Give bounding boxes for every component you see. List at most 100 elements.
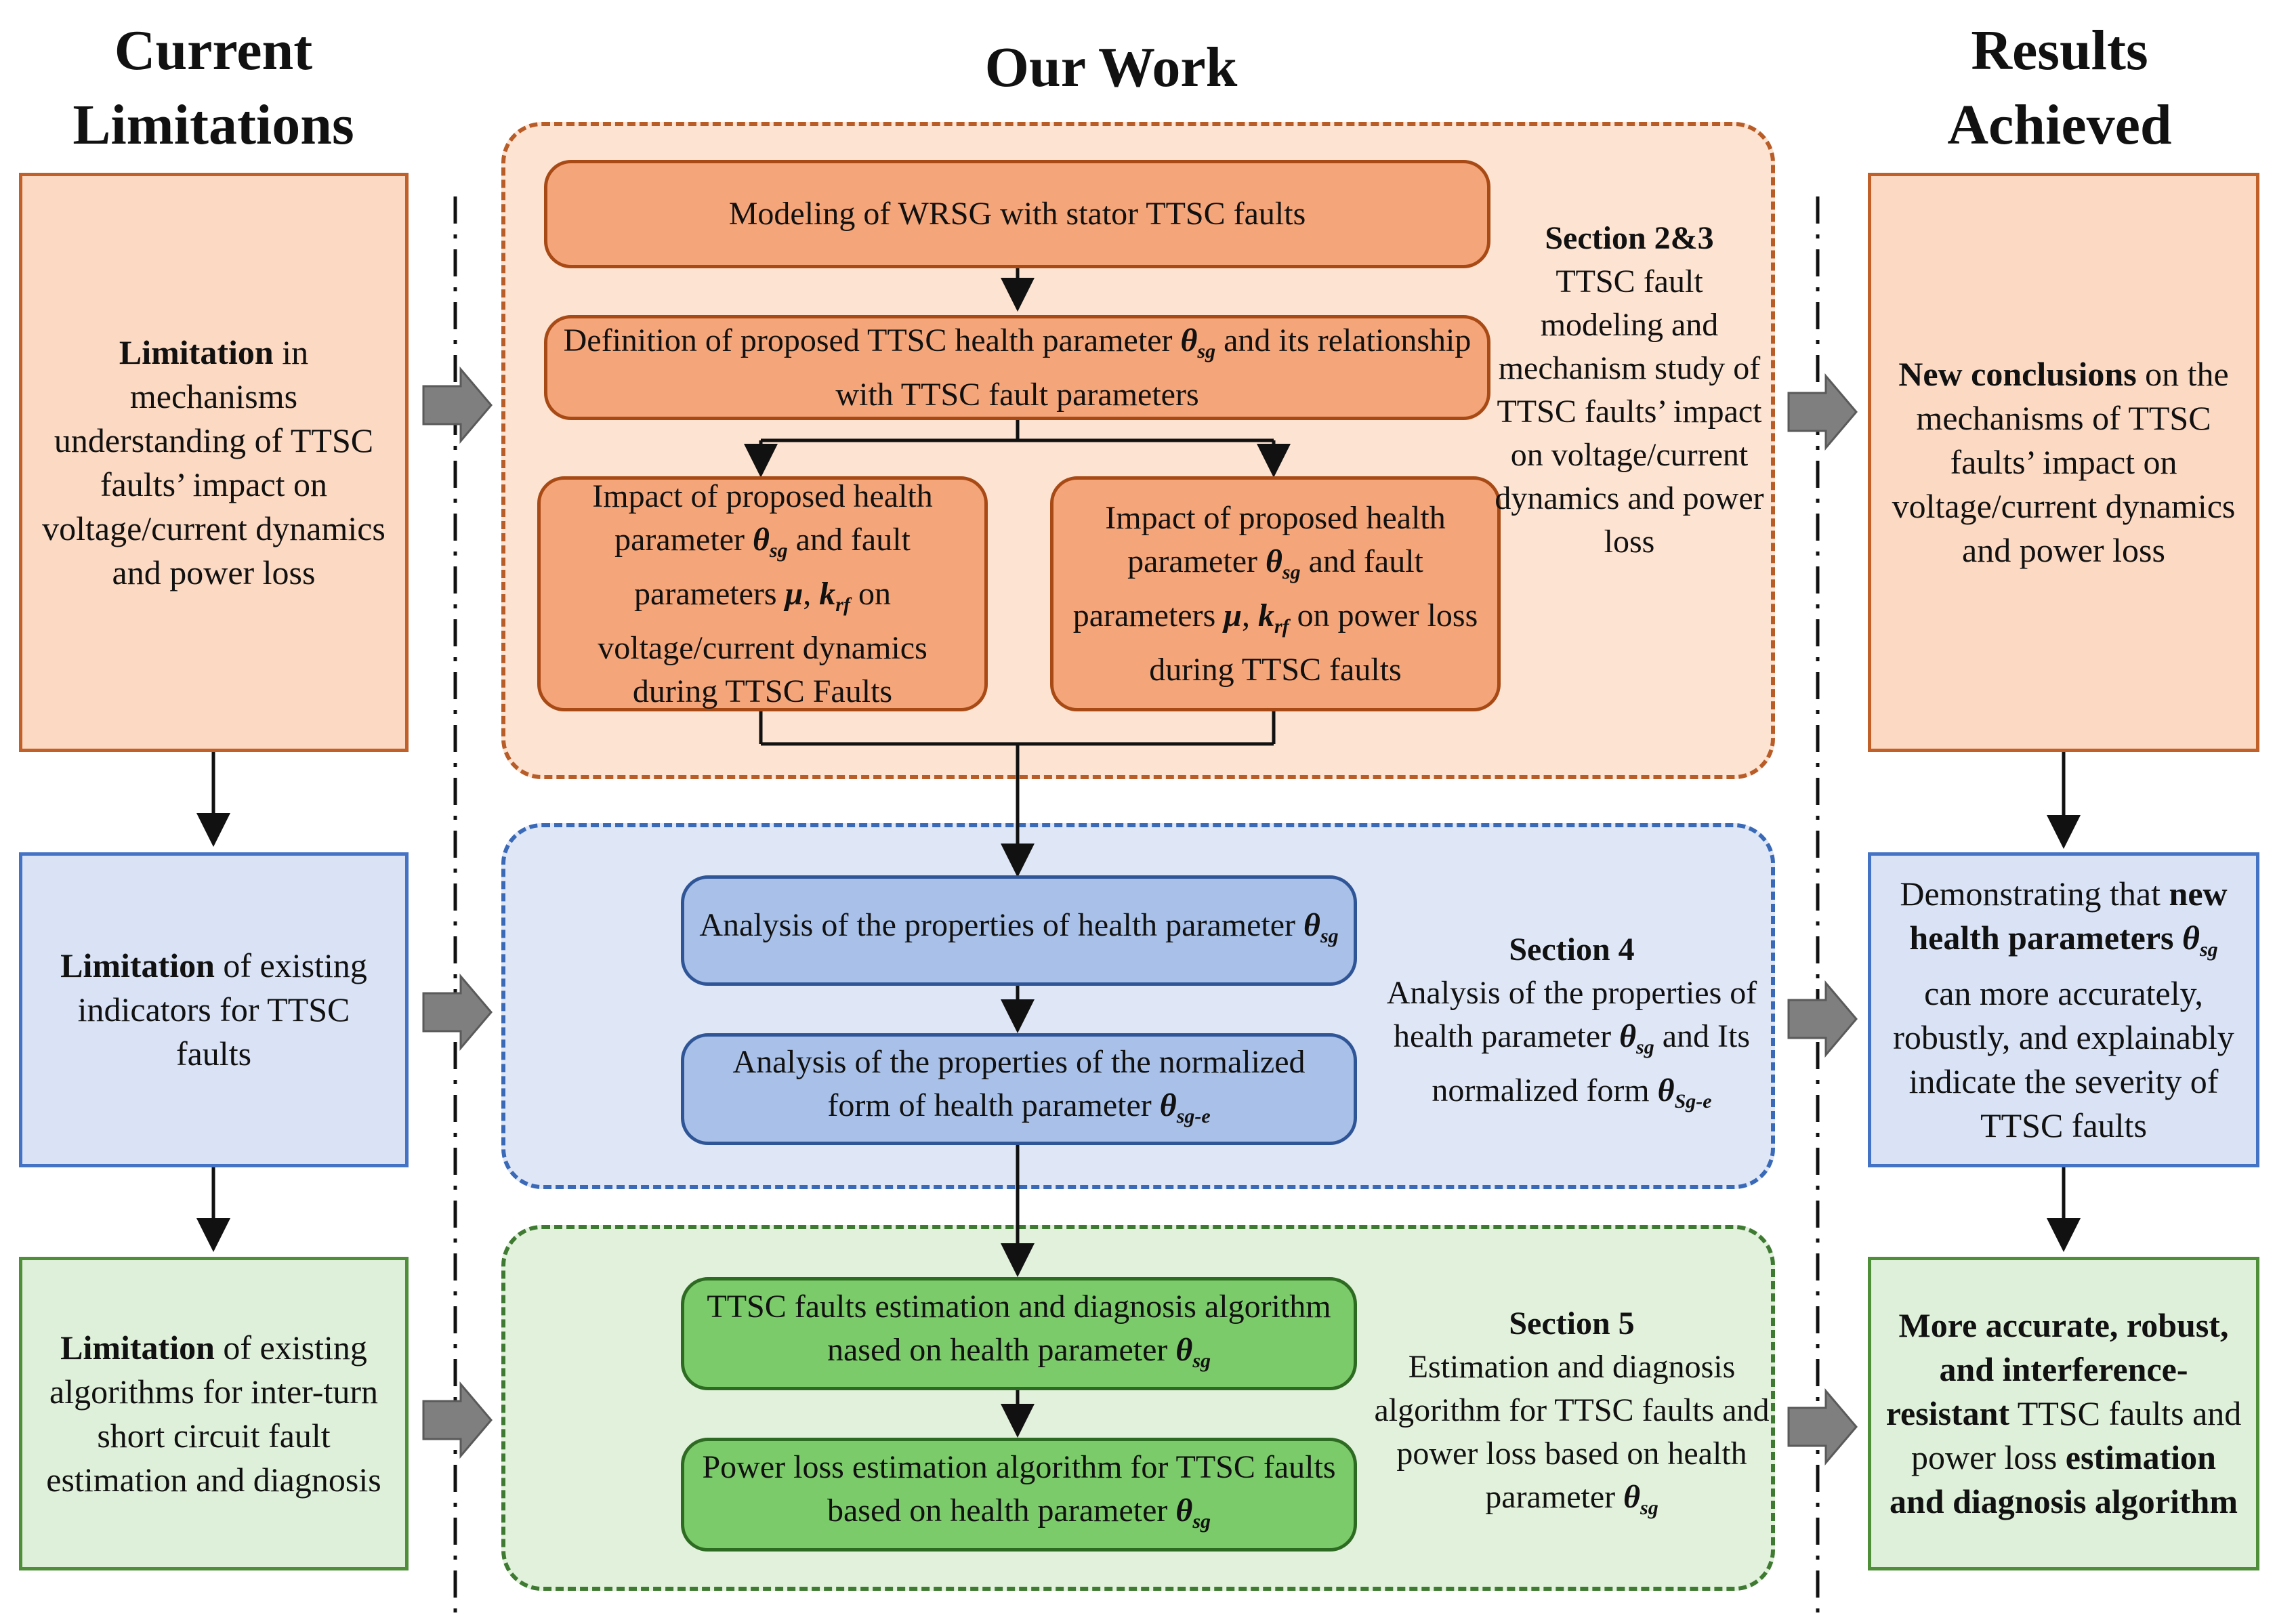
- subscript: sg: [1320, 924, 1339, 947]
- gray-arrow-right-1: [1787, 373, 1858, 451]
- section-description: Estimation and diagnosis algorithm for T…: [1374, 1349, 1770, 1515]
- text-part: Analysis of the properties of health par…: [699, 907, 1304, 943]
- node-text: Impact of proposed health parameter θsg …: [554, 475, 971, 713]
- subscript: sg: [1197, 339, 1216, 362]
- subscript: sg-e: [1176, 1104, 1211, 1127]
- text-part: Analysis of the properties of the normal…: [732, 1043, 1306, 1123]
- theta-symbol: θ: [1180, 322, 1198, 358]
- node-analysis-normalized: Analysis of the properties of the normal…: [681, 1033, 1357, 1145]
- text-part: and fault parameters: [634, 521, 911, 612]
- node-text: Power loss estimation algorithm for TTSC…: [698, 1446, 1340, 1543]
- text-part: Impact of proposed health parameter: [592, 478, 933, 558]
- node-fault-estimation: TTSC faults estimation and diagnosis alg…: [681, 1277, 1357, 1390]
- subscript: sg: [1636, 1036, 1654, 1058]
- heading-results-achieved: Results Achieved: [1870, 14, 2249, 163]
- result-highlight: estimation and diagnosis algorithm: [1889, 1438, 2238, 1520]
- heading-line: Current: [114, 19, 313, 82]
- result-highlight: New conclusions: [1898, 355, 2137, 393]
- text-part: and fault parameters: [1072, 543, 1423, 633]
- heading-line: Results: [1971, 19, 2148, 82]
- separator: ,: [803, 575, 820, 612]
- theta-symbol: θ: [1657, 1073, 1675, 1108]
- mu-symbol: μ: [1224, 597, 1242, 633]
- limitation-box-indicators: Limitation of existing indicators for TT…: [19, 852, 409, 1167]
- node-power-loss-estimation: Power loss estimation algorithm for TTSC…: [681, 1438, 1357, 1552]
- section-2-3-label: Section 2&3 TTSC fault modeling and mech…: [1494, 217, 1765, 564]
- theta-symbol: θ: [1159, 1087, 1177, 1123]
- theta-symbol: θ: [1303, 907, 1320, 943]
- mu-symbol: μ: [785, 575, 803, 612]
- section-description: Analysis of the properties of health par…: [1386, 975, 1757, 1054]
- subscript: sg: [1192, 1510, 1211, 1533]
- gray-arrow-left-3: [422, 1381, 493, 1459]
- result-text: Demonstrating that new health parameters…: [1885, 872, 2242, 1148]
- limitation-box-algorithms: Limitation of existing algorithms for in…: [19, 1257, 409, 1570]
- result-highlight: More accurate, robust, and interference-…: [1885, 1306, 2229, 1432]
- theta-symbol: θ: [1175, 1331, 1193, 1368]
- node-impact-voltage-current: Impact of proposed health parameter θsg …: [537, 476, 988, 711]
- heading-current-limitations: Current Limitations: [27, 14, 400, 163]
- result-highlight: new health parameters: [1909, 875, 2228, 957]
- subscript: sg: [1640, 1497, 1658, 1519]
- text-part: Definition of proposed TTSC health param…: [563, 322, 1181, 358]
- k-symbol: k: [819, 575, 836, 612]
- limitation-description: of existing algorithms for inter-turn sh…: [46, 1328, 381, 1499]
- node-text: Impact of proposed health parameter θsg …: [1067, 497, 1484, 692]
- result-description: TTSC faults and power loss: [1911, 1394, 2242, 1476]
- gray-arrow-left-2: [422, 973, 493, 1052]
- theta-symbol: θ: [1265, 543, 1282, 579]
- heading-our-work: Our Work: [984, 36, 1238, 99]
- limitation-text: Limitation of existing indicators for TT…: [36, 944, 392, 1076]
- k-symbol: k: [1257, 597, 1274, 633]
- text-part: and its relationship with TTSC fault par…: [835, 322, 1472, 413]
- text-part: on power loss during TTSC faults: [1149, 597, 1478, 688]
- result-box-conclusions: New conclusions on the mechanisms of TTS…: [1868, 173, 2259, 752]
- limitation-description: in mechanisms understanding of TTSC faul…: [42, 333, 385, 591]
- limitation-label: Limitation: [60, 946, 215, 984]
- section-description: and Its normalized form: [1432, 1018, 1751, 1108]
- result-text: New conclusions on the mechanisms of TTS…: [1885, 352, 2242, 572]
- section-4-label: Section 4 Analysis of the properties of …: [1369, 928, 1775, 1123]
- result-description: Demonstrating that: [1900, 875, 2169, 913]
- theta-symbol: θ: [1619, 1018, 1637, 1054]
- limitation-text: Limitation of existing algorithms for in…: [36, 1326, 392, 1502]
- node-text: TTSC faults estimation and diagnosis alg…: [698, 1285, 1340, 1383]
- text-part: Power loss estimation algorithm for TTSC…: [702, 1449, 1336, 1528]
- theta-symbol: θ: [1623, 1479, 1641, 1515]
- node-modeling: Modeling of WRSG with stator TTSC faults: [544, 160, 1490, 268]
- gray-arrow-left-1: [422, 366, 493, 444]
- limitation-description: of existing indicators for TTSC faults: [77, 946, 367, 1073]
- result-description: on the mechanisms of TTSC faults’ impact…: [1892, 355, 2236, 569]
- subscript: rf: [1274, 615, 1289, 638]
- gray-arrow-right-3: [1787, 1388, 1858, 1466]
- limitation-box-mechanisms: Limitation in mechanisms understanding o…: [19, 173, 409, 752]
- limitation-text: Limitation in mechanisms understanding o…: [36, 331, 392, 595]
- result-box-health-parameters: Demonstrating that new health parameters…: [1868, 852, 2259, 1167]
- subscript: sg: [2199, 938, 2218, 961]
- result-text: More accurate, robust, and interference-…: [1885, 1304, 2242, 1524]
- heading-line: Limitations: [72, 93, 354, 157]
- node-text: Analysis of the properties of health par…: [699, 904, 1338, 958]
- section-5-label: Section 5 Estimation and diagnosis algor…: [1369, 1302, 1775, 1530]
- section-description: TTSC fault modeling and mechanism study …: [1495, 264, 1764, 560]
- subscript: sg: [1192, 1349, 1211, 1372]
- subscript: sg: [1282, 560, 1301, 583]
- subscript: rf: [835, 593, 850, 616]
- text-part: on voltage/current dynamics during TTSC …: [598, 575, 927, 709]
- subscript: sg: [769, 539, 788, 562]
- text-part: TTSC faults estimation and diagnosis alg…: [707, 1288, 1331, 1368]
- heading-line: Achieved: [1947, 93, 2172, 157]
- result-description: can more accurately, robustly, and expla…: [1893, 974, 2234, 1144]
- result-box-algorithm: More accurate, robust, and interference-…: [1868, 1257, 2259, 1570]
- gray-arrow-right-2: [1787, 980, 1858, 1058]
- text-part: Impact of proposed health parameter: [1105, 499, 1446, 579]
- section-title: Section 2&3: [1545, 220, 1714, 256]
- theta-symbol: θ: [2182, 919, 2200, 957]
- subscript: Sg-e: [1674, 1090, 1712, 1112]
- node-definition: Definition of proposed TTSC health param…: [544, 315, 1490, 420]
- node-analysis-properties: Analysis of the properties of health par…: [681, 875, 1357, 986]
- limitation-label: Limitation: [119, 333, 274, 371]
- separator: ,: [1241, 597, 1258, 633]
- node-text: Definition of proposed TTSC health param…: [561, 319, 1474, 417]
